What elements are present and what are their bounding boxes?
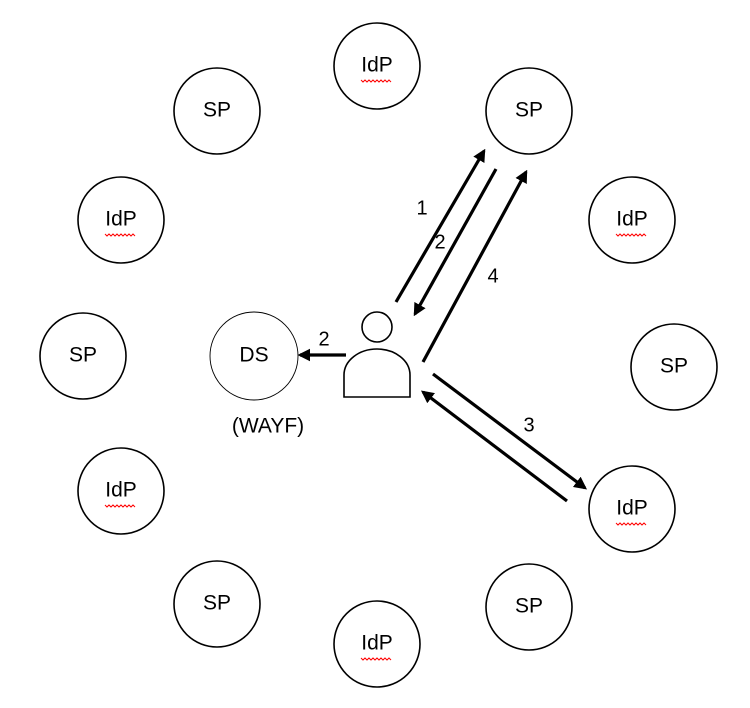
idp-lower-right-circle bbox=[588, 465, 676, 553]
ds-label: DS bbox=[239, 344, 268, 367]
node-idp-upper-right: IdP bbox=[588, 176, 676, 264]
sp-left-circle bbox=[39, 312, 127, 400]
idp-lower-left-circle bbox=[77, 447, 165, 535]
idp-bottom-spellcheck-underline bbox=[360, 657, 392, 661]
idp-top-circle bbox=[333, 22, 421, 110]
idp-bottom-circle bbox=[333, 600, 421, 688]
arrow-step-3-to-idp bbox=[432, 372, 588, 490]
sp-right-label: SP bbox=[660, 355, 688, 378]
sp-bottom-right-circle bbox=[485, 563, 573, 651]
node-sp-right: SP bbox=[630, 323, 718, 411]
sp-top-right-circle bbox=[485, 67, 573, 155]
idp-upper-right-spellcheck-underline bbox=[615, 233, 647, 237]
label-step-2-ds: 2 bbox=[318, 328, 329, 350]
node-sp-bottom-right: SP bbox=[485, 563, 573, 651]
user-head bbox=[361, 311, 393, 343]
arrow-step-4 bbox=[421, 169, 528, 363]
sp-top-left-circle bbox=[173, 67, 261, 155]
label-step-4: 4 bbox=[487, 265, 498, 287]
label-step-2-sp: 2 bbox=[434, 231, 445, 253]
idp-upper-left-label: IdP bbox=[105, 208, 137, 231]
arrow-step-3-from-idp bbox=[420, 390, 568, 503]
user-body bbox=[343, 348, 411, 398]
node-sp-left: SP bbox=[39, 312, 127, 400]
idp-upper-right-label: IdP bbox=[616, 208, 648, 231]
label-step-3: 3 bbox=[523, 414, 534, 436]
user-icon bbox=[343, 311, 411, 398]
sp-right-circle bbox=[630, 323, 718, 411]
idp-top-spellcheck-underline bbox=[360, 79, 392, 83]
label-step-1: 1 bbox=[416, 197, 427, 219]
idp-upper-right-circle bbox=[588, 176, 676, 264]
arrow-step-1 bbox=[394, 148, 486, 303]
idp-lower-left-label: IdP bbox=[105, 479, 137, 502]
sp-bottom-left-label: SP bbox=[203, 592, 231, 615]
node-idp-top: IdP bbox=[333, 22, 421, 110]
idp-upper-left-circle bbox=[77, 176, 165, 264]
idp-upper-left-spellcheck-underline bbox=[104, 233, 136, 237]
sp-top-right-label: SP bbox=[515, 99, 543, 122]
sp-bottom-right-label: SP bbox=[515, 595, 543, 618]
node-sp-top-left: SP bbox=[173, 67, 261, 155]
node-sp-top-right: SP bbox=[485, 67, 573, 155]
idp-top-label: IdP bbox=[361, 54, 393, 77]
node-idp-bottom: IdP bbox=[333, 600, 421, 688]
idp-lower-left-spellcheck-underline bbox=[104, 504, 136, 508]
node-sp-bottom-left: SP bbox=[173, 560, 261, 648]
idp-bottom-label: IdP bbox=[361, 632, 393, 655]
discovery-service: DS (WAYF) bbox=[209, 311, 304, 438]
arrow-step-2-from-sp bbox=[413, 168, 498, 317]
idp-lower-right-label: IdP bbox=[616, 497, 648, 520]
node-idp-lower-right: IdP bbox=[588, 465, 676, 553]
sp-bottom-left-circle bbox=[173, 560, 261, 648]
sp-left-label: SP bbox=[69, 344, 97, 367]
node-idp-lower-left: IdP bbox=[77, 447, 165, 535]
idp-lower-right-spellcheck-underline bbox=[615, 522, 647, 526]
sp-top-left-label: SP bbox=[203, 99, 231, 122]
node-idp-upper-left: IdP bbox=[77, 176, 165, 264]
ds-sublabel: (WAYF) bbox=[232, 415, 304, 438]
